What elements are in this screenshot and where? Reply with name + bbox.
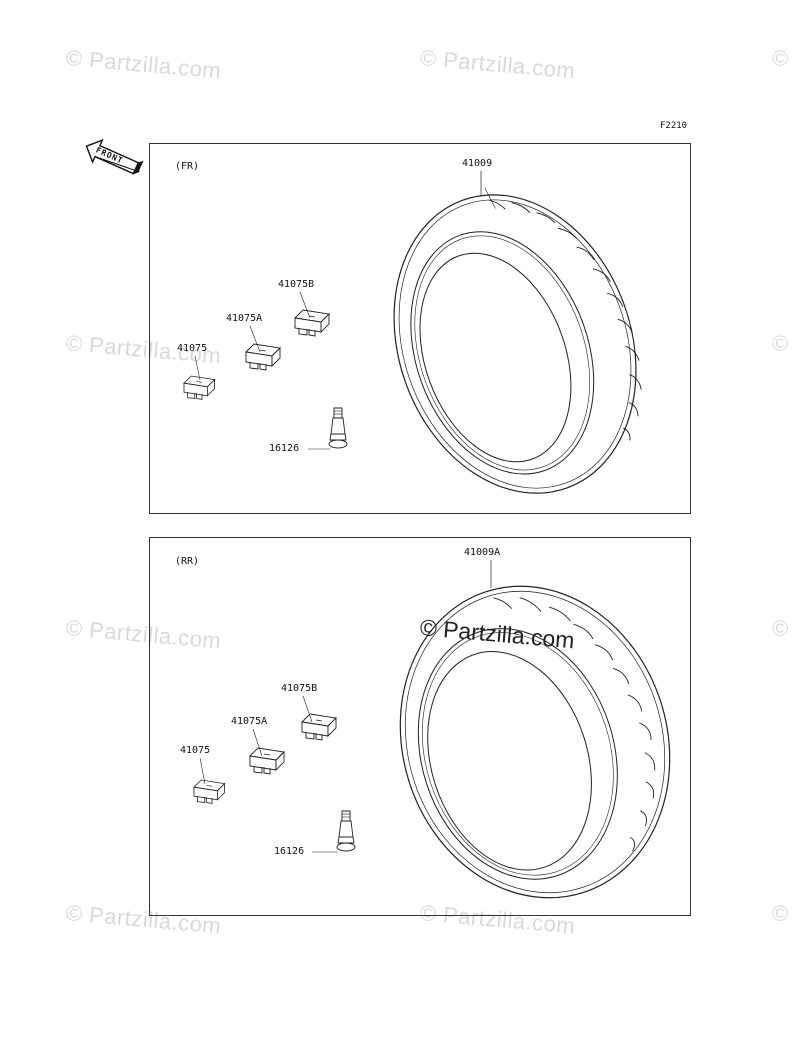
front-arrow: FRONT bbox=[82, 132, 144, 184]
front-valve-label: 16126 bbox=[269, 443, 300, 454]
rear-valve-label: 16126 bbox=[274, 846, 305, 857]
front-panel bbox=[149, 143, 691, 514]
rear-weight-a-label: 41075A bbox=[231, 716, 268, 727]
front-weight-a-label: 41075A bbox=[226, 313, 263, 324]
rear-weight-b-label: 41075B bbox=[281, 683, 318, 694]
rear-panel bbox=[149, 537, 691, 916]
front-section-label: (FR) bbox=[175, 161, 200, 172]
rear-tire-label: 41009A bbox=[464, 547, 501, 558]
rear-tire bbox=[399, 585, 671, 899]
front-arrow-icon bbox=[85, 138, 144, 175]
rear-section-label: (RR) bbox=[175, 556, 200, 567]
rear-weight-label: 41075 bbox=[180, 745, 211, 756]
front-weight-label: 41075 bbox=[177, 343, 208, 354]
diagram-code: F2210 bbox=[660, 121, 688, 131]
front-tire-label: 41009 bbox=[462, 158, 493, 169]
front-tire bbox=[393, 187, 642, 494]
front-weight-b-label: 41075B bbox=[278, 279, 315, 290]
